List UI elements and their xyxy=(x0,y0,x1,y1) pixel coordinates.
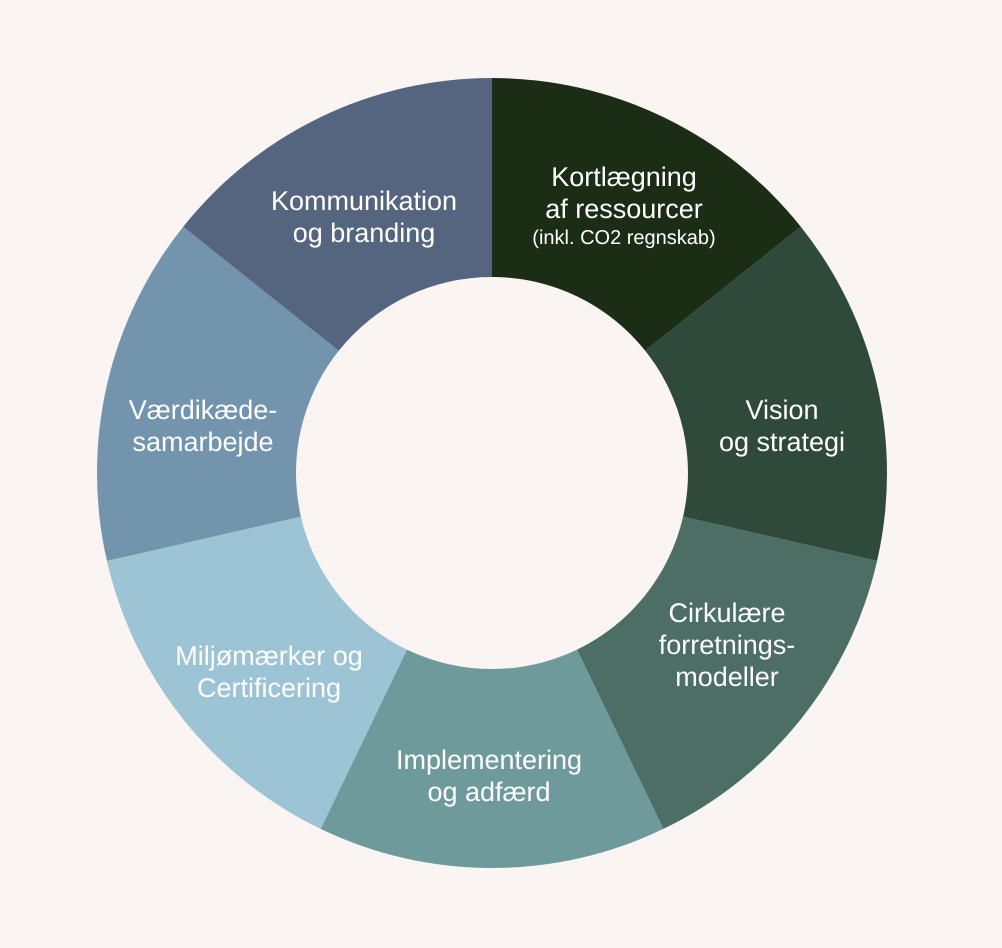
donut-segment-vaerdikaede-samarbejde[interactable] xyxy=(96,226,339,561)
donut-segment-kortlaegning-af-ressourcer[interactable] xyxy=(492,78,801,351)
donut-segment-miljoemaerker-og-certificering[interactable] xyxy=(106,516,407,829)
donut-segment-vision-og-strategi[interactable] xyxy=(645,226,887,561)
donut-segment-cirkulaere-forretningsmodeller[interactable] xyxy=(577,516,878,829)
donut-segment-kommunikation-og-branding[interactable] xyxy=(183,78,493,351)
donut-segment-layer xyxy=(96,78,887,868)
donut-segment-implementering-og-adfaerd[interactable] xyxy=(320,649,664,868)
